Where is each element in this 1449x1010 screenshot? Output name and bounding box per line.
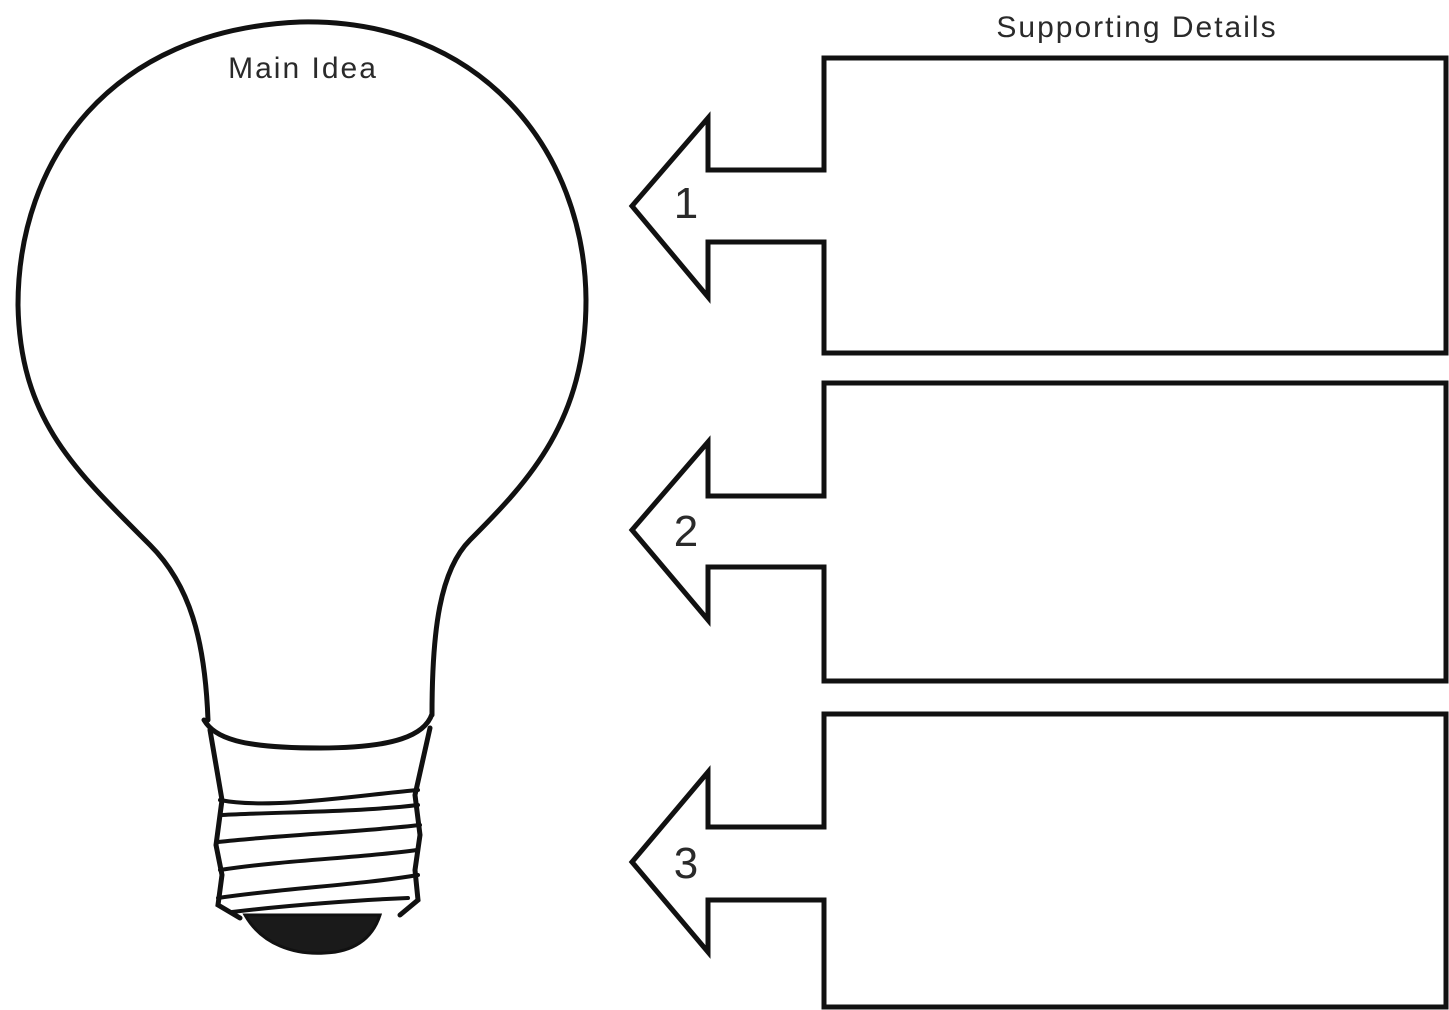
bulb-thread-3: [216, 823, 422, 844]
bulb-thread-6: [230, 896, 410, 914]
supporting-details-label: Supporting Details: [996, 11, 1277, 44]
lightbulb-icon: [15, 19, 589, 955]
detail-box-arrow-2[interactable]: [628, 380, 1449, 684]
bulb-thread-5: [216, 873, 420, 900]
detail-number-1: 1: [674, 179, 698, 228]
supporting-detail-2: 2: [628, 380, 1449, 684]
detail-number-2: 2: [674, 507, 698, 556]
detail-box-arrow-1[interactable]: [628, 55, 1449, 356]
bulb-contact-tip: [242, 913, 383, 955]
bulb-neck-band: [201, 711, 435, 751]
supporting-detail-1: 1: [628, 55, 1449, 356]
bulb-thread-2: [220, 803, 420, 817]
main-idea-label: Main Idea: [228, 52, 378, 85]
supporting-detail-3: 3: [628, 711, 1449, 1010]
bulb-screw-base: [207, 725, 433, 921]
bulb-thread-4: [218, 848, 419, 872]
detail-number-3: 3: [674, 839, 698, 888]
bulb-thread-1: [218, 788, 420, 806]
detail-box-arrow-3[interactable]: [628, 711, 1449, 1010]
bulb-glass-outline: [15, 19, 589, 723]
